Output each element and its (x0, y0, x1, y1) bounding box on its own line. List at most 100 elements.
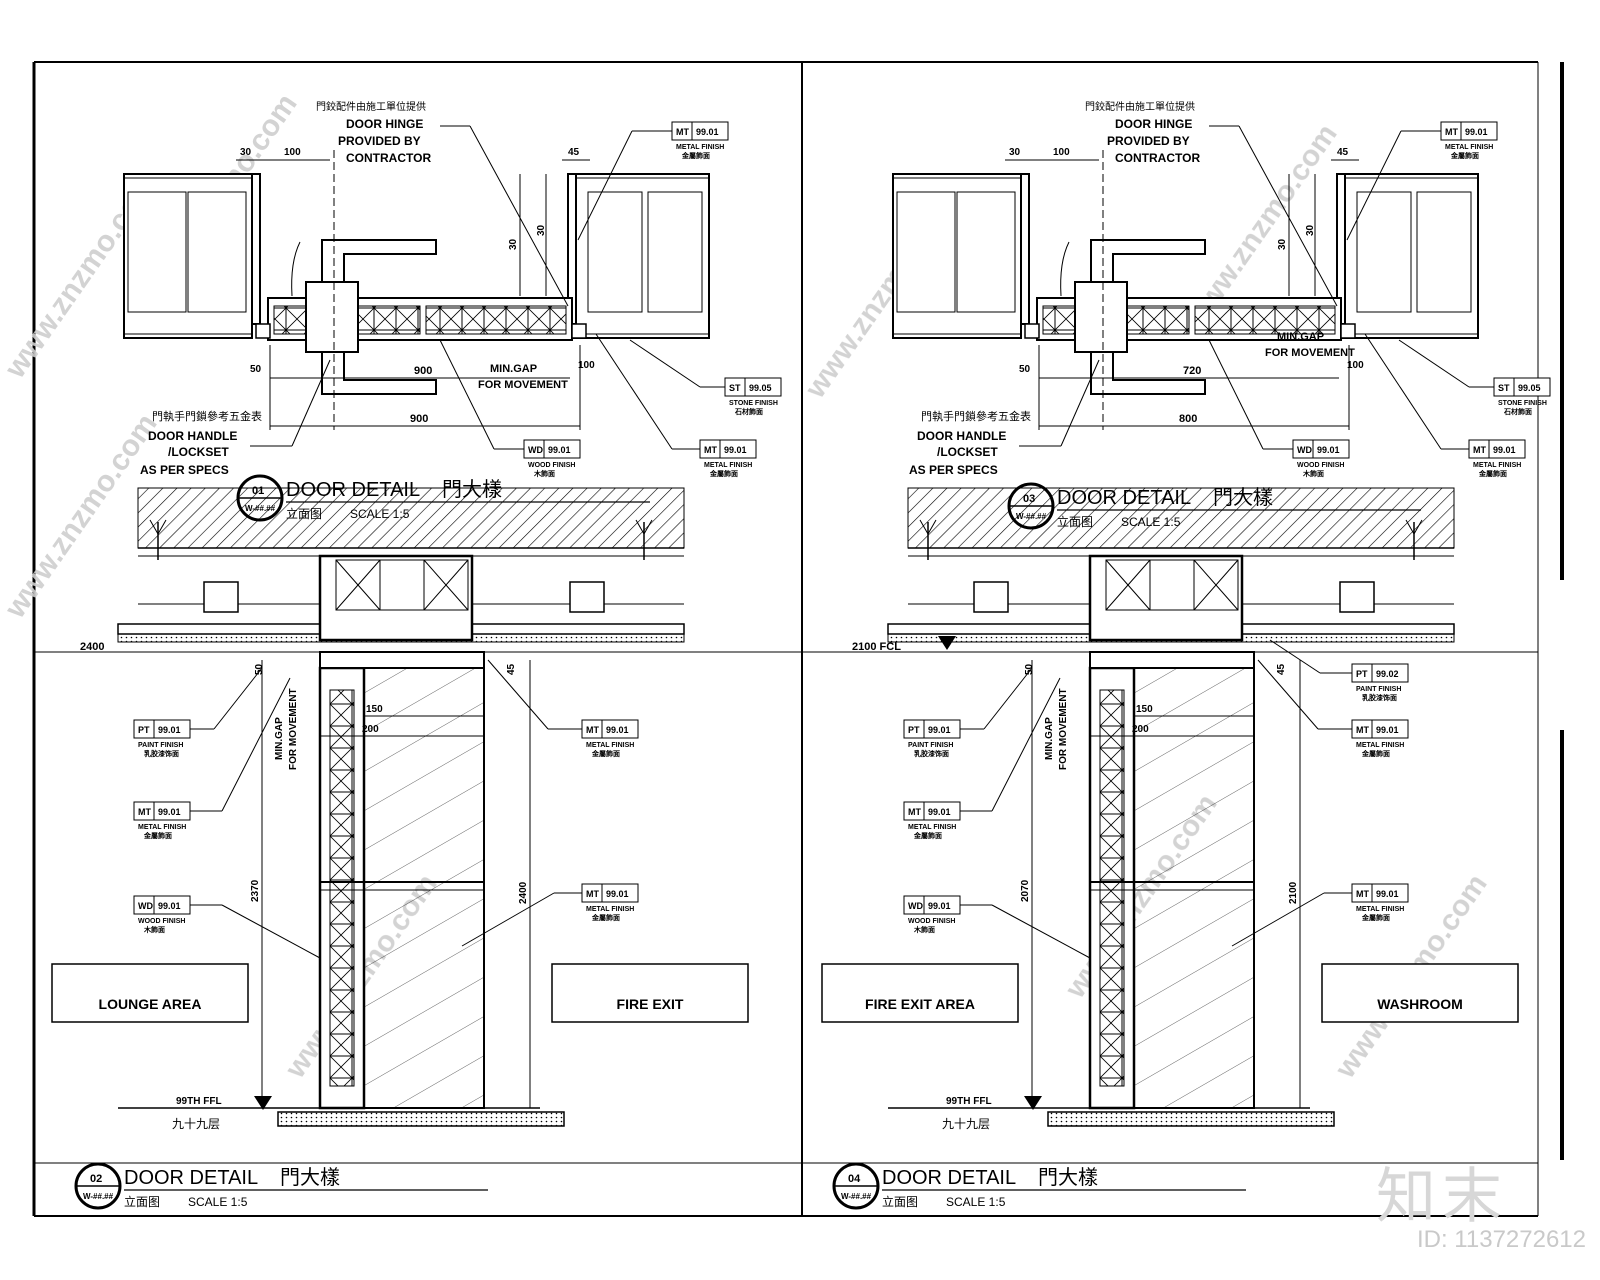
door-stop (1024, 323, 1040, 339)
tag-description-cn: 金屬飾面 (1450, 151, 1479, 160)
hinge-note: PROVIDED BY (1107, 134, 1190, 148)
door-core (1099, 689, 1125, 1087)
tag-description: STONE FINISH (1498, 400, 1547, 407)
tag-code: WD (138, 901, 153, 911)
tag-description-cn: 金屬飾面 (709, 469, 738, 478)
floor-screed (277, 1111, 565, 1127)
dim-text: 150 (366, 704, 383, 715)
room-label: FIRE EXIT (617, 996, 684, 1012)
gap-note: MIN.GAP (274, 717, 285, 760)
hanger-anchor (635, 519, 653, 536)
tag-description-cn: 金屬飾面 (913, 831, 942, 840)
dim-text: 30 (536, 224, 547, 236)
tag-code: PT (138, 725, 150, 735)
tag-number: 99.01 (158, 807, 181, 817)
tag-description: METAL FINISH (1445, 144, 1493, 151)
dim-text: 100 (578, 360, 595, 371)
sheet-reference: W-##.## (83, 1192, 114, 1201)
dim-text: 900 (414, 365, 432, 377)
tag-number: 99.01 (606, 889, 629, 899)
floor-screed (1047, 1111, 1335, 1127)
tag-code: WD (528, 445, 543, 455)
level-marker (938, 636, 956, 650)
door-stop (571, 323, 587, 339)
door-core (425, 305, 567, 335)
ceiling-level: 2100 FCL (852, 641, 901, 653)
leader (1060, 359, 1100, 447)
room-label: FIRE EXIT AREA (865, 996, 975, 1012)
detail-scale: SCALE 1:5 (188, 1195, 248, 1209)
hinge-note: DOOR HINGE (346, 117, 423, 131)
tag-code: MT (1445, 127, 1458, 137)
detail-title-cn: 門大樣 (280, 1166, 340, 1189)
tag-description: METAL FINISH (1356, 906, 1404, 913)
header-cross (423, 559, 469, 611)
wall-cavity (896, 191, 956, 313)
door-core (329, 689, 355, 1087)
gap-note: MIN.GAP (490, 363, 537, 375)
leader (1364, 333, 1442, 450)
tag-description-cn: 金屬飾面 (1478, 469, 1507, 478)
door-header (318, 554, 474, 642)
tag-code: PT (908, 725, 920, 735)
handle-note: AS PER SPECS (140, 463, 229, 477)
dim-text: 100 (284, 147, 301, 158)
room-label: WASHROOM (1377, 996, 1463, 1012)
handle-bottom (321, 351, 437, 395)
door-stop (1340, 323, 1356, 339)
hinge-note: CONTRACTOR (1115, 151, 1200, 165)
hanger-anchor (149, 519, 167, 536)
wall-cavity (587, 191, 643, 313)
tag-description: METAL FINISH (586, 906, 634, 913)
tag-code: PT (1356, 669, 1368, 679)
tag-code: MT (1473, 445, 1486, 455)
leader (983, 667, 1033, 730)
dim-text: 900 (410, 413, 428, 425)
tag-number: 99.01 (606, 725, 629, 735)
detail-title-cn: 門大樣 (1038, 1166, 1098, 1189)
dim-text: 30 (1009, 147, 1021, 158)
gap-note: FOR MOVEMENT (1058, 688, 1069, 770)
tag-number: 99.01 (696, 127, 719, 137)
dim-text: 800 (1179, 413, 1197, 425)
swing-arc (291, 241, 301, 297)
dim-text: 100 (1053, 147, 1070, 158)
tag-description: METAL FINISH (1356, 742, 1404, 749)
tag-description-cn: 金屬飾面 (1361, 749, 1390, 758)
gap-note: MIN.GAP (1044, 717, 1055, 760)
tag-description-cn: 金屬飾面 (591, 913, 620, 922)
sheet-reference: W-##.## (841, 1192, 872, 1201)
room-label-box (821, 963, 1019, 1023)
tag-description: WOOD FINISH (138, 918, 185, 925)
tag-code: MT (908, 807, 921, 817)
tag-code: MT (676, 127, 689, 137)
handle-top (321, 239, 437, 283)
wall-cavity (647, 191, 703, 313)
door-frame (1020, 173, 1030, 325)
tag-number: 99.01 (1376, 889, 1399, 899)
tag-description-cn: 金屬飾面 (591, 749, 620, 758)
room-label: LOUNGE AREA (99, 996, 202, 1012)
hinge-note: PROVIDED BY (338, 134, 421, 148)
dim-text: 30 (1305, 224, 1316, 236)
tag-number: 99.01 (928, 725, 951, 735)
tag-code: ST (1498, 383, 1510, 393)
leader (1257, 659, 1319, 730)
tag-description: METAL FINISH (138, 824, 186, 831)
tag-description: METAL FINISH (1473, 462, 1521, 469)
detail-title-text: DOOR DETAIL (124, 1167, 258, 1189)
leader (629, 339, 701, 388)
